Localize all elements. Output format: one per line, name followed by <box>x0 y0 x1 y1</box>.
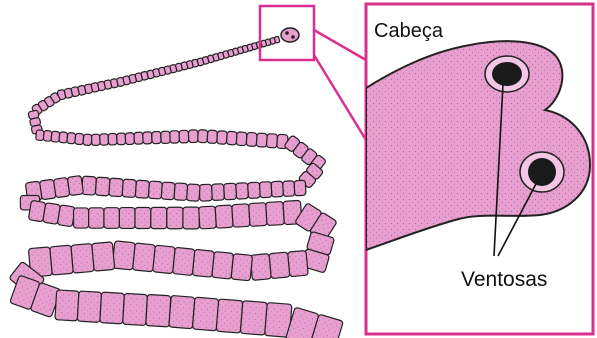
segment-texture <box>75 209 88 227</box>
segment-texture <box>272 182 282 196</box>
proglottid-segment <box>188 130 198 143</box>
segment-texture <box>120 209 134 228</box>
segment-texture <box>266 304 291 337</box>
segment-texture <box>289 252 308 276</box>
segment-texture <box>96 178 109 195</box>
proglottid-segment <box>266 134 277 148</box>
segment-texture <box>193 250 213 276</box>
proglottid-segment <box>236 132 247 146</box>
segment-texture <box>284 182 294 196</box>
proglottid-segment <box>207 130 217 143</box>
segment-texture <box>101 293 123 323</box>
connector-line-top <box>314 30 366 60</box>
proglottid-segment <box>256 133 267 147</box>
sucker-upper <box>485 56 529 92</box>
proglottid-segment <box>198 130 208 143</box>
segment-texture <box>241 302 266 334</box>
proglottid-segment <box>170 131 180 144</box>
segment-texture <box>90 209 103 227</box>
segment-texture <box>295 181 305 194</box>
segment-texture <box>184 208 198 228</box>
proglottid-segment <box>246 132 257 146</box>
segment-texture <box>154 246 174 272</box>
segment-texture <box>105 209 118 228</box>
segment-texture <box>149 182 161 198</box>
segment-texture <box>110 179 122 196</box>
proglottid-segment <box>143 132 152 144</box>
segment-texture <box>251 255 270 280</box>
segment-texture <box>213 253 233 278</box>
proglottid-segment <box>134 132 143 144</box>
segment-texture <box>175 184 187 200</box>
proglottid-segment <box>161 131 171 143</box>
segment-texture <box>168 208 182 228</box>
proglottid-segment <box>217 131 228 145</box>
proglottid-segment <box>125 133 134 145</box>
segment-texture <box>188 185 199 200</box>
segment-texture <box>147 296 170 326</box>
proglottid-segment <box>108 133 117 145</box>
segment-texture <box>200 185 211 200</box>
segment-texture <box>78 292 100 321</box>
segment-texture <box>170 297 194 328</box>
proglottid-segment <box>83 134 92 146</box>
zoom-panel: Cabeça Ventosas <box>366 4 593 334</box>
segment-texture <box>134 244 155 271</box>
segment-texture <box>124 294 147 324</box>
segment-texture <box>225 184 236 199</box>
segment-texture <box>136 208 150 227</box>
segment-texture <box>237 184 248 198</box>
proglottid-segment <box>100 134 109 146</box>
sucker-lower <box>520 152 564 192</box>
segment-texture <box>193 298 217 330</box>
segment-texture <box>260 183 270 197</box>
segment-texture <box>200 207 216 228</box>
segment-texture <box>216 206 232 227</box>
segment-texture <box>232 255 251 280</box>
segment-texture <box>270 253 289 277</box>
proglottid-segment <box>152 131 161 143</box>
segment-texture <box>68 177 82 195</box>
proglottid-segment <box>226 131 237 145</box>
proglottid-segment <box>117 133 126 145</box>
segment-texture <box>55 179 69 197</box>
segment-texture <box>162 183 174 199</box>
segment-texture <box>233 205 249 226</box>
segment-texture <box>136 181 148 197</box>
segment-texture <box>249 183 259 197</box>
segment-texture <box>152 208 166 227</box>
segment-texture <box>56 291 78 320</box>
head-label: Cabeça <box>374 20 444 42</box>
segment-texture <box>174 248 194 274</box>
segment-texture <box>83 177 96 194</box>
segment-texture <box>93 243 114 270</box>
segment-texture <box>41 180 55 198</box>
suckers-label: Ventosas <box>461 268 547 291</box>
segment-texture <box>113 242 134 269</box>
segment-texture <box>72 245 93 272</box>
proglottid-segment <box>179 130 189 143</box>
proglottid-segment <box>91 134 100 145</box>
tapeworm-body <box>9 36 343 338</box>
segment-texture <box>212 185 223 200</box>
segment-texture <box>217 300 242 332</box>
segment-texture <box>51 246 72 274</box>
segment-texture <box>250 204 266 226</box>
connector-line-bottom <box>314 55 366 140</box>
segment-texture <box>267 203 284 225</box>
segment-texture <box>123 180 135 196</box>
proglottid-segment <box>75 133 84 145</box>
scolex <box>281 28 299 42</box>
